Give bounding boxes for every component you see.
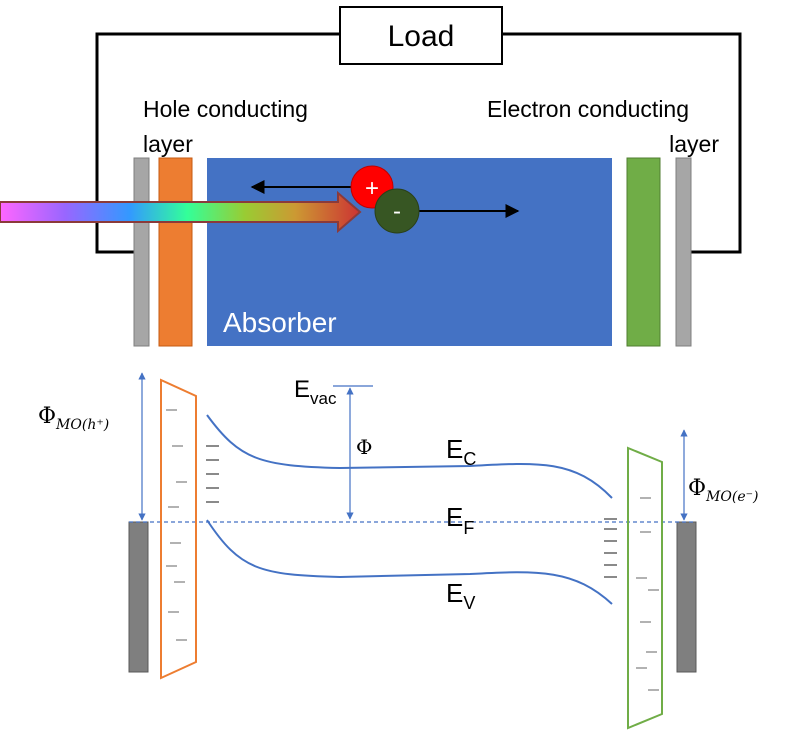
light-arrow: [0, 190, 362, 234]
electron-carrier: [374, 188, 420, 234]
ec-label: EC: [446, 434, 476, 469]
hole-conducting-layer: [158, 157, 193, 347]
right-interface-states: [604, 518, 617, 578]
electron-layer-label-line1: Electron conducting: [487, 96, 689, 122]
hole-layer-states: [166, 409, 187, 641]
hole-layer-band: [160, 378, 197, 680]
hole-layer-label-line2: layer: [143, 131, 193, 157]
electron-layer-band: [627, 446, 663, 730]
absorber-label: Absorber: [223, 307, 337, 338]
circuit-wire: [95, 32, 742, 254]
phi-mo-e-label: ΦMO(e⁻): [688, 476, 758, 505]
ev-label: EV: [446, 578, 475, 613]
right-metal-contact: [676, 521, 697, 673]
load-label: Load: [388, 20, 455, 53]
load-box: [339, 6, 503, 65]
phi-label: Φ: [356, 435, 372, 459]
electron-layer-states: [636, 497, 659, 691]
electron-layer-label-line2: layer: [669, 131, 719, 157]
hole-symbol: +: [365, 175, 379, 202]
electron-symbol: -: [393, 198, 401, 225]
conduction-band: [206, 414, 613, 499]
right-contact: [675, 157, 692, 347]
left-metal-contact: [128, 521, 149, 673]
hole-layer-label-line1: Hole conducting: [143, 96, 308, 122]
phi-mo-h-label: ΦMO(h⁺): [38, 404, 109, 433]
left-contact: [133, 157, 150, 347]
valence-band: [206, 519, 613, 605]
evac-label: Evac: [294, 376, 337, 408]
electron-conducting-layer: [626, 157, 661, 347]
absorber-layer: [207, 158, 612, 346]
left-interface-states: [206, 445, 219, 503]
ef-label: EF: [446, 502, 474, 538]
